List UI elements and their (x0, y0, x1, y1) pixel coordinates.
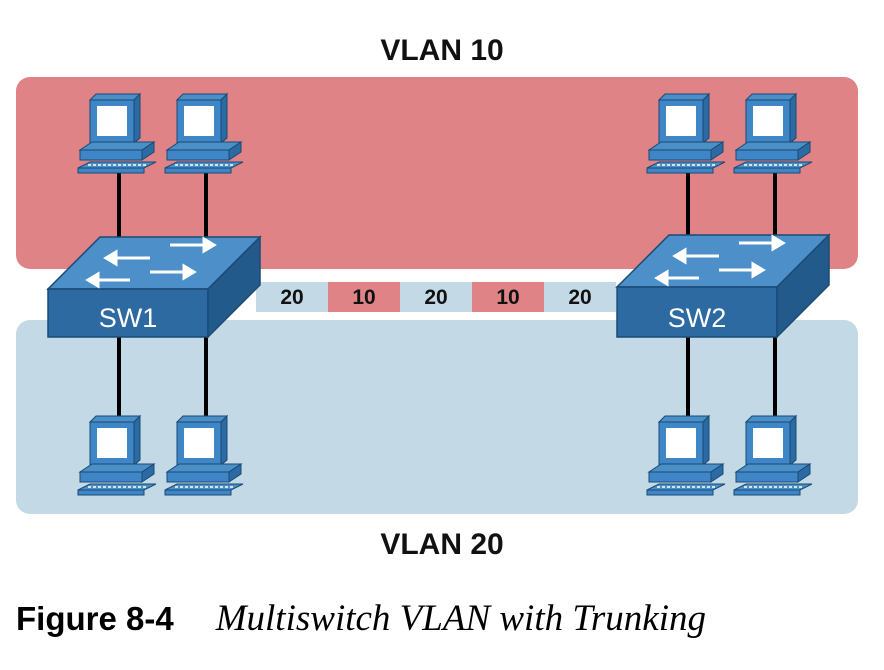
trunk-frame (328, 282, 400, 312)
trunk-frame-label: 20 (424, 286, 447, 309)
trunk-frame (472, 282, 544, 312)
switch-sw1: SW1 (46, 235, 262, 339)
trunk-frame-label: 10 (496, 286, 519, 309)
switch-label-sw2: SW2 (668, 303, 727, 333)
trunk-frame-label: 20 (280, 286, 303, 309)
vlan-20-title: VLAN 20 (380, 528, 504, 561)
figure-label: Figure 8-4 (16, 600, 174, 637)
switch-icon (85, 236, 217, 289)
figure-caption: Figure 8-4 Multiswitch VLAN with Trunking (16, 597, 876, 640)
trunk-frames: 20 10 20 10 20 (256, 282, 616, 312)
trunk-frame (256, 282, 328, 312)
switch-label-sw1: SW1 (99, 303, 158, 333)
figure-title: Multiswitch VLAN with Trunking (215, 598, 707, 639)
trunk-frame-label: 10 (352, 286, 375, 309)
switch-icon (654, 234, 786, 287)
trunk-frame (544, 282, 616, 312)
trunk-frame (400, 282, 472, 312)
trunk-frame-label: 20 (568, 286, 591, 309)
switch-sw2: SW2 (615, 233, 831, 339)
vlan-10-title: VLAN 10 (380, 34, 504, 67)
